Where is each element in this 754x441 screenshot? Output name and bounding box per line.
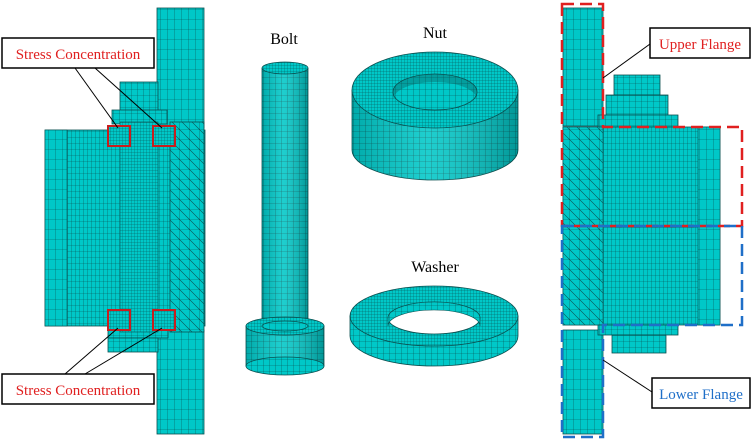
stress-label-top: Stress Concentration [1,37,155,69]
right-pipe-lower [562,329,604,435]
washer-label: Washer [411,259,459,276]
left-bolt-region [119,121,159,333]
washer-model: Washer [349,259,519,367]
left-pipe-lower [156,329,205,435]
nut-hole [392,73,478,111]
right-flange-assembly: Upper Flange Lower Flange [560,2,751,439]
lower-flange-outline [560,224,744,439]
stress-box-top-right [152,125,176,147]
right-pipe-upper [562,7,604,127]
stress-box-bottom-right [152,309,176,331]
upper-flange-label-text: Upper Flange [659,37,741,53]
stress-box-top-left [107,125,131,147]
stress-label-top-text: Stress Concentration [16,47,141,63]
left-tri-region [169,121,205,333]
stress-leader-lines-top [74,67,163,129]
upper-flange-leader [602,43,651,79]
right-nut-top-2 [605,94,669,116]
left-strip [44,129,68,327]
right-nut-bottom [611,334,667,354]
bolt-model: Bolt [245,31,325,376]
lower-flange-leader [602,359,653,393]
left-section-mesh: Stress Concentration Stress Concentratio… [1,7,206,435]
bolt-shank-top [261,61,309,75]
right-washer-top [597,114,679,128]
right-nut-top [613,74,661,96]
bolt-label: Bolt [270,31,298,48]
lower-flange-label: Lower Flange [651,377,751,409]
lower-flange-label-text: Lower Flange [659,387,743,403]
right-washer-bottom [597,324,679,336]
upper-flange-label: Upper Flange [649,27,751,59]
stress-leader-lines-bottom [64,327,163,375]
left-pipe-upper [156,7,205,129]
stress-label-bottom-text: Stress Concentration [16,383,141,399]
stress-box-bottom-left [107,309,131,331]
stress-label-bottom: Stress Concentration [1,373,155,405]
nut-model: Nut [351,25,519,181]
nut-label: Nut [423,25,448,42]
